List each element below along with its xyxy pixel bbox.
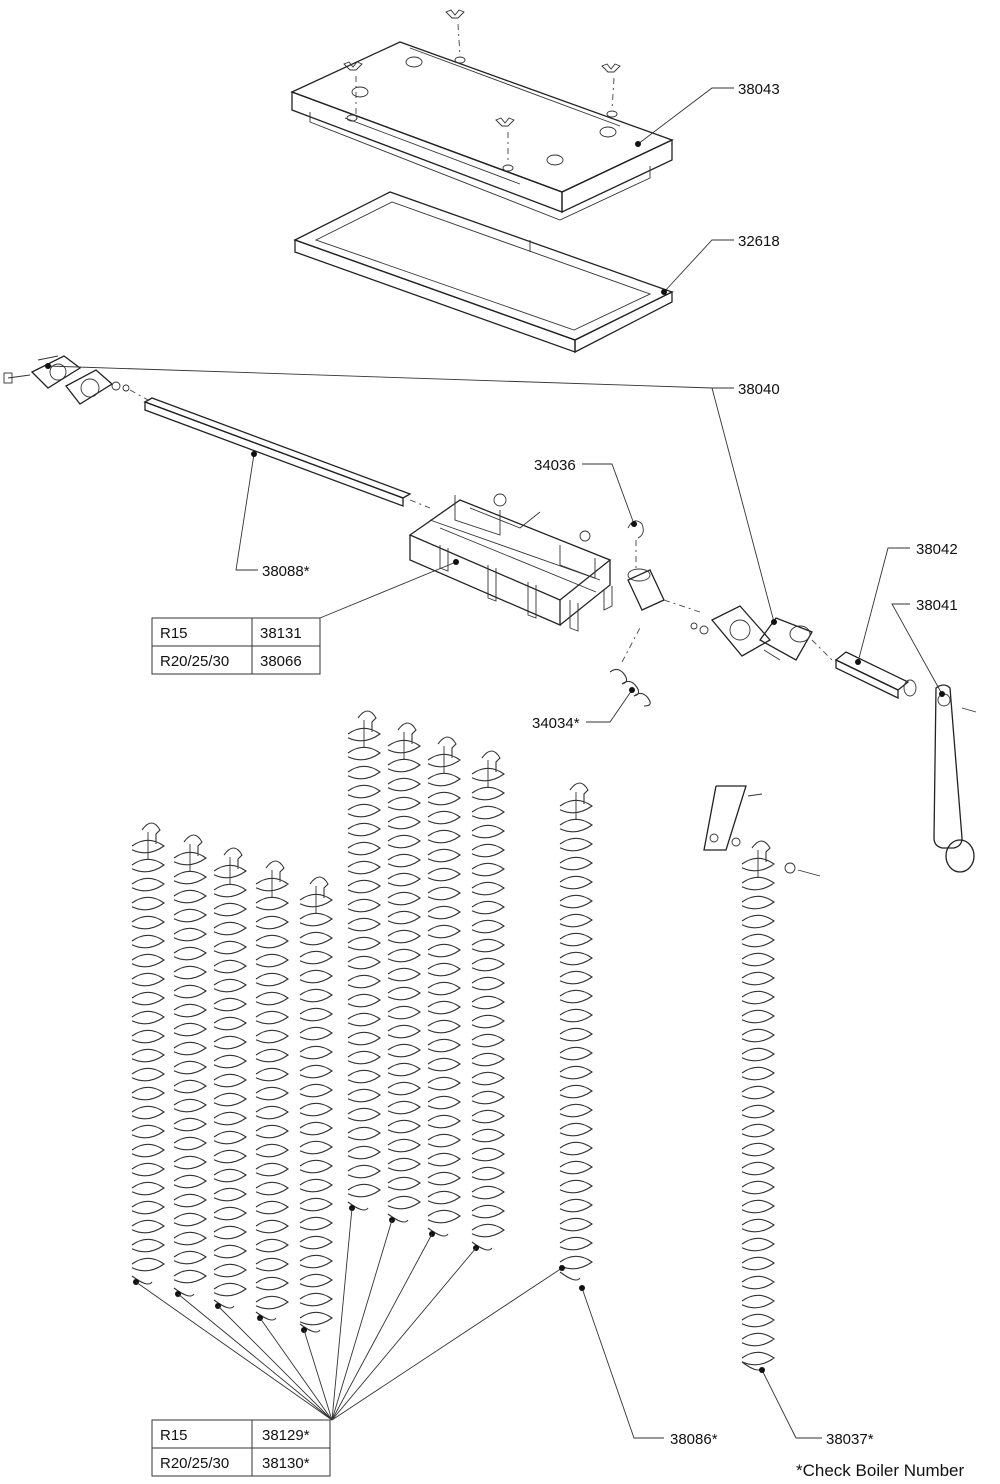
part-labels: 38043 32618 38040 34036 38088* 38042 380… <box>262 81 958 1448</box>
coil-leader-8 <box>331 1233 433 1421</box>
coil-leader-5 <box>303 1329 333 1421</box>
label-34036: 34036 <box>534 457 576 474</box>
coil-9 <box>471 750 505 1251</box>
clip-and-bushing <box>627 520 701 613</box>
coil-8 <box>427 736 461 1237</box>
label-32618: 32618 <box>738 233 780 250</box>
table-frame-part-r20: 38066 <box>260 653 302 670</box>
table-frame-model-r20: R20/25/30 <box>160 653 229 670</box>
small-spring <box>609 627 651 707</box>
coil-7 <box>387 722 421 1223</box>
table-frame-model-r15: R15 <box>160 625 188 642</box>
coil-leader-extra <box>331 1267 563 1421</box>
linkage-arm <box>703 785 821 877</box>
coil-leader-7 <box>331 1219 393 1421</box>
coil-3 <box>213 847 247 1309</box>
coil-dot-extra <box>559 1265 565 1271</box>
long-rod <box>143 397 431 509</box>
coil-leader-4 <box>259 1317 333 1421</box>
coil-4 <box>255 860 289 1321</box>
label-38043: 38043 <box>738 81 780 98</box>
label-38037: 38037* <box>826 1431 874 1448</box>
model-table-frame: R15 38131 R20/25/30 38066 <box>151 617 321 675</box>
right-bracket-assembly <box>690 605 833 661</box>
table-coils-model-r20: R20/25/30 <box>160 1455 229 1472</box>
coil-leader-9 <box>331 1247 477 1421</box>
table-coils-part-r20: 38130* <box>262 1455 310 1472</box>
coil-fan-leaders <box>133 1205 565 1421</box>
coil-5 <box>299 876 333 1333</box>
left-bracket-assembly <box>3 355 149 405</box>
label-38086: 38086* <box>670 1431 718 1448</box>
model-table-coils: R15 38129* R20/25/30 38130* <box>151 1419 331 1477</box>
coil-2 <box>173 834 207 1297</box>
label-38042: 38042 <box>916 541 958 558</box>
coil-1 <box>131 822 165 1285</box>
turbulator-coils <box>131 710 775 1371</box>
frame-mechanism <box>408 493 613 632</box>
handle-shaft-and-lever <box>834 651 977 873</box>
label-38040: 38040 <box>738 381 780 398</box>
gasket-frame <box>293 191 674 354</box>
footnote: *Check Boiler Number <box>796 1461 965 1480</box>
label-38088: 38088* <box>262 563 310 580</box>
coil-leader-3 <box>217 1305 333 1421</box>
label-38041: 38041 <box>916 597 958 614</box>
coil-leader-6 <box>331 1207 353 1421</box>
coil-leader-1 <box>135 1281 333 1421</box>
coil-11 <box>741 840 775 1371</box>
label-34034: 34034* <box>532 715 580 732</box>
cover-plate <box>290 41 674 221</box>
table-frame-part-r15: 38131 <box>260 625 302 642</box>
wing-nuts <box>343 9 621 164</box>
coil-10 <box>559 782 593 1281</box>
coil-leader-2 <box>177 1293 333 1421</box>
coil-6 <box>347 710 381 1211</box>
leader-lines <box>45 87 945 1439</box>
table-coils-part-r15: 38129* <box>262 1427 310 1444</box>
table-coils-model-r15: R15 <box>160 1427 188 1444</box>
